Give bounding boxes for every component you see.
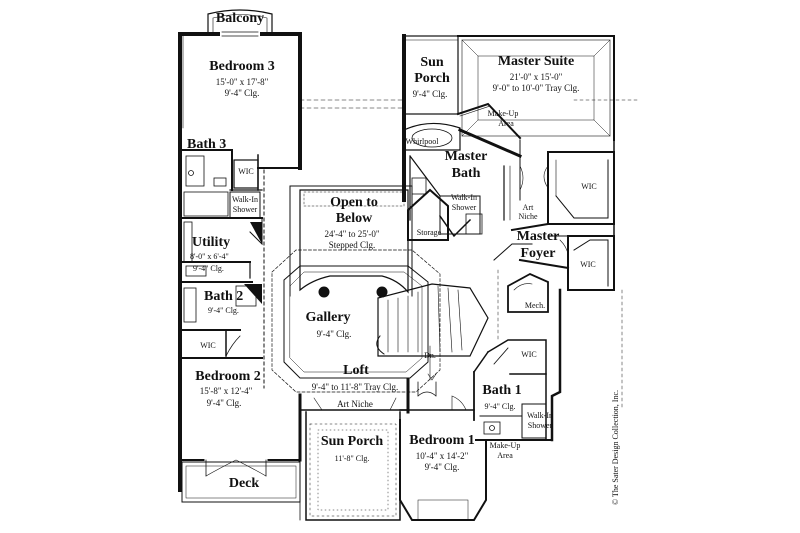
wic-bath1-walls <box>486 339 547 375</box>
bedroom1-ceiling: 9'-4" Clg. <box>424 462 460 472</box>
master-bath-line1: Master <box>444 149 488 164</box>
deck-label: Deck <box>228 476 260 491</box>
open-to-below-outline <box>299 189 409 294</box>
master-suite-size: 21'-0" x 15'-0" <box>509 72 563 82</box>
down-label: Dn. <box>424 351 436 360</box>
wic-bath1-label: WIC <box>521 350 537 359</box>
walkin-shower-bath1-line1: Walk-In <box>526 411 554 420</box>
makeup-lower-line2: Area <box>497 451 513 460</box>
art-niche-upper-line1: Art <box>522 203 534 212</box>
bath2-label: Bath 2 <box>204 289 244 304</box>
open-to-below-size: 24'-4" to 25'-0" <box>324 229 380 239</box>
walkin-shower-master-line1: Walk-In <box>450 193 478 202</box>
wic-master2-label: WIC <box>580 260 596 269</box>
gallery-ceiling: 9'-4" Clg. <box>316 329 352 339</box>
utility-label: Utility <box>192 235 231 250</box>
whirlpool-label: Whirlpool <box>405 137 439 146</box>
sun-porch-upper-line2: Porch <box>414 71 450 86</box>
bedroom2-label: Bedroom 2 <box>195 369 261 384</box>
bedroom3-ceiling: 9'-4" Clg. <box>224 88 260 98</box>
walkin-shower-master-line2: Shower <box>451 203 477 212</box>
bath2-ceiling: 9'-4" Clg. <box>208 306 239 315</box>
sun-porch-lower-size: 11'-8" Clg. <box>334 454 370 463</box>
bedroom1-label: Bedroom 1 <box>409 433 475 448</box>
sun-porch-upper-ceiling: 9'-4" Clg. <box>412 89 448 99</box>
art-niche-lower-label: Art Niche <box>337 399 373 409</box>
lower-sun-porch-walls <box>305 411 401 521</box>
master-bath-line2: Bath <box>451 166 481 181</box>
makeup-lower-line1: Make-Up <box>489 441 521 450</box>
makeup-upper-line1: Make-Up <box>487 109 519 118</box>
balcony-outline <box>207 9 273 35</box>
loft-ceiling: 9'-4" to 11'-8" Tray Clg. <box>311 382 399 392</box>
walkin-shower-bath1-line2: Shower <box>527 421 553 430</box>
walkin-shower-left-line1: Walk-In <box>231 195 259 204</box>
utility-size: 8'-0" x 6'-4" <box>190 252 229 261</box>
gallery-outline <box>283 265 429 379</box>
mech-label: Mech. <box>524 301 546 310</box>
master-foyer-line1: Master <box>516 229 560 244</box>
art-niche-upper-line2: Niche <box>518 212 538 221</box>
master-foyer-line2: Foyer <box>520 246 556 261</box>
storage-label: Storage <box>416 228 442 237</box>
walkin-shower-left-line2: Shower <box>232 205 258 214</box>
utility-ceiling: 9'-4" Clg. <box>193 264 224 273</box>
wic-bath3-label: WIC <box>238 167 254 176</box>
sun-porch-upper-line1: Sun <box>420 55 444 70</box>
wic-master1-label: WIC <box>581 182 597 191</box>
bedroom3-label: Bedroom 3 <box>209 59 275 74</box>
wic-bed2-label: WIC <box>200 341 216 350</box>
bedroom2-ceiling: 9'-4" Clg. <box>206 398 242 408</box>
bath1-label: Bath 1 <box>482 383 522 398</box>
copyright-text: © The Sater Design Collection, Inc. <box>611 389 620 505</box>
gallery-label: Gallery <box>305 310 351 325</box>
open-to-below-line2: Below <box>335 211 373 226</box>
bedroom1-size: 10'-4" x 14'-2" <box>415 451 469 461</box>
sun-porch-lower-label: Sun Porch <box>320 434 384 449</box>
loft-label: Loft <box>343 363 369 378</box>
bedroom2-size: 15'-8" x 12'-4" <box>199 386 253 396</box>
makeup-upper-line2: Area <box>498 119 514 128</box>
master-suite-label: Master Suite <box>497 54 575 69</box>
stair <box>377 283 489 357</box>
bath1-ceiling: 9'-4" Clg. <box>484 402 516 411</box>
bedroom3-size: 15'-0" x 17'-8" <box>215 77 269 87</box>
balcony-label: Balcony <box>215 11 265 26</box>
open-to-below-line1: Open to <box>330 195 378 210</box>
open-to-below-ceiling: Stepped Clg. <box>328 240 376 250</box>
master-suite-ceiling: 9'-0" to 10'-0" Tray Clg. <box>492 83 580 93</box>
whirlpool-tub <box>403 122 461 151</box>
bath3-label: Bath 3 <box>187 137 227 152</box>
